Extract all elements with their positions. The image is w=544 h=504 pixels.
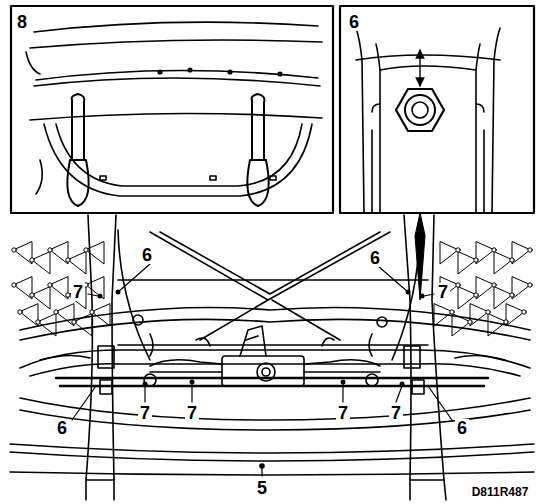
- lattice-stroke: [86, 277, 104, 299]
- inset-frame: [11, 6, 333, 213]
- lattice-stroke: [506, 304, 524, 326]
- callout-number: 7: [138, 404, 152, 423]
- lattice-node: [510, 293, 514, 297]
- callout-number: 5: [255, 479, 269, 498]
- lattice-stroke: [512, 277, 530, 299]
- lattice-stroke: [476, 277, 494, 299]
- lattice-stroke: [458, 252, 476, 274]
- lattice-node: [486, 310, 490, 314]
- lattice-stroke: [440, 242, 458, 264]
- lattice-node: [18, 310, 22, 314]
- steering-rack: [144, 326, 380, 386]
- lattice-node: [456, 248, 460, 252]
- lattice-node: [54, 310, 58, 314]
- callout-number: 7: [436, 283, 450, 302]
- lattice-node: [36, 320, 40, 324]
- lattice-stroke: [512, 242, 530, 264]
- nut-detail-inset: [356, 28, 500, 300]
- lattice-node: [66, 258, 70, 262]
- longitudinal-member: [86, 215, 446, 500]
- callout-number: 7: [185, 404, 199, 423]
- lattice-stroke: [38, 314, 56, 336]
- lattice-node: [84, 248, 88, 252]
- callout-number: 6: [55, 419, 69, 438]
- subframe: [10, 350, 534, 475]
- lattice-node: [30, 293, 34, 297]
- lattice-stroke: [68, 252, 86, 274]
- lattice-stroke: [92, 304, 110, 326]
- lattice-node: [510, 258, 514, 262]
- lattice-node: [12, 248, 16, 252]
- lattice-stroke: [50, 277, 68, 299]
- lattice-node: [72, 320, 76, 324]
- lattice-structure: [12, 242, 532, 336]
- lattice-stroke: [14, 277, 32, 299]
- lattice-node: [30, 258, 34, 262]
- lattice-node: [456, 283, 460, 287]
- leader-lines: [72, 264, 452, 476]
- lattice-stroke: [470, 304, 488, 326]
- lattice-node: [522, 310, 526, 314]
- lattice-node: [474, 293, 478, 297]
- lattice-node: [504, 320, 508, 324]
- lattice-stroke: [86, 242, 104, 264]
- lattice-node: [48, 283, 52, 287]
- lattice-node: [450, 310, 454, 314]
- callout-number: 8: [15, 13, 29, 32]
- leader-dots: [98, 290, 425, 387]
- floor-panel: [20, 230, 530, 360]
- inset-frame: [340, 6, 534, 213]
- lattice-stroke: [50, 242, 68, 264]
- lattice-node: [468, 320, 472, 324]
- callout-number: 6: [347, 13, 361, 32]
- figure-code: D811R487: [470, 486, 531, 499]
- lattice-node: [528, 283, 532, 287]
- callout-number: 7: [389, 404, 403, 423]
- callout-number: 7: [336, 404, 350, 423]
- lattice-stroke: [452, 314, 470, 336]
- lattice-stroke: [476, 242, 494, 264]
- callout-number: 7: [71, 283, 85, 302]
- lattice-stroke: [14, 242, 32, 264]
- callout-number: 6: [455, 419, 469, 438]
- lattice-node: [492, 283, 496, 287]
- lattice-node: [48, 248, 52, 252]
- lattice-stroke: [488, 314, 506, 336]
- lattice-node: [474, 258, 478, 262]
- bumper-lift-inset: [26, 22, 322, 206]
- lattice-stroke: [20, 304, 38, 326]
- lattice-node: [66, 293, 70, 297]
- lattice-node: [492, 248, 496, 252]
- lattice-node: [90, 310, 94, 314]
- lattice-node: [12, 283, 16, 287]
- callout-number: 6: [368, 249, 382, 268]
- lattice-stroke: [74, 314, 92, 336]
- lattice-stroke: [32, 252, 50, 274]
- lattice-stroke: [56, 304, 74, 326]
- lattice-node: [528, 248, 532, 252]
- lattice-stroke: [434, 304, 452, 326]
- lattice-stroke: [494, 252, 512, 274]
- callout-number: 6: [140, 246, 154, 265]
